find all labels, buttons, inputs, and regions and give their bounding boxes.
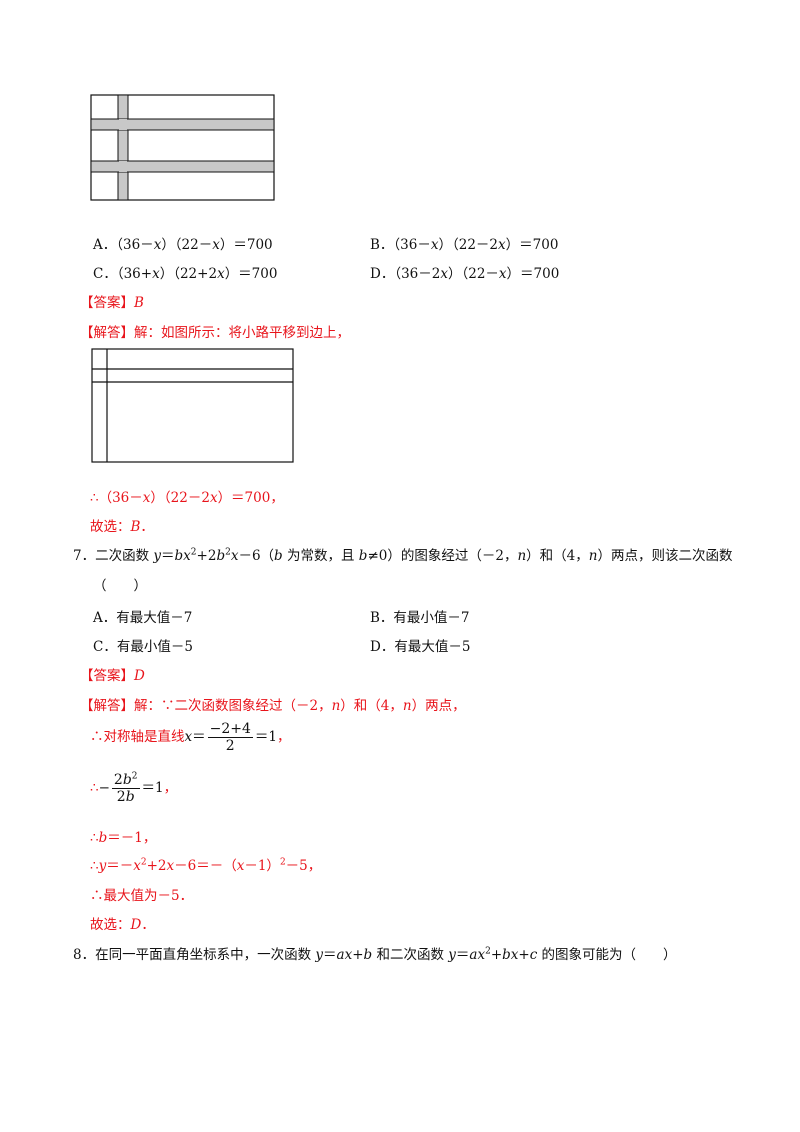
q6-option-d: D．（36－2x）（22－x）＝700 xyxy=(370,266,560,282)
q7-option-b: B．有最小值－7 xyxy=(370,610,470,626)
q7-stem: 7．二次函数 y＝bx2+2b2x－6（b 为常数，且 b≠0）的图象经过（－2… xyxy=(73,547,733,564)
q7-answer: 【答案】D xyxy=(80,668,145,684)
q8-stem: 8．在同一平面直角坐标系中，一次函数 y＝ax+b 和二次函数 y＝ax2+bx… xyxy=(73,946,677,963)
q6-option-a: A．（36－x）（22－x）＝700 xyxy=(93,237,273,253)
q7-step3: ∴b＝－1， xyxy=(90,830,157,846)
q6-therefore: ∴（36－x）（22－2x）＝700， xyxy=(90,490,284,506)
q6-answer: 【答案】B xyxy=(80,295,144,311)
q7-step4: ∴y＝－x2+2x－6＝－（x－1）2－5， xyxy=(90,857,322,874)
figure-field-with-roads xyxy=(90,94,275,201)
q7-option-a: A．有最大值－7 xyxy=(93,610,193,626)
q7-option-c: C．有最小值－5 xyxy=(93,639,193,655)
q6-explanation: 【解答】解：如图所示：将小路平移到边上， xyxy=(80,325,350,341)
q7-explanation: 【解答】解：∵二次函数图象经过（－2，n）和（4，n）两点， xyxy=(80,698,466,714)
q6-choose: 故选：B． xyxy=(90,519,154,535)
q7-choose: 故选：D． xyxy=(90,917,155,933)
figure-roads-moved xyxy=(91,348,294,463)
q6-option-c: C．（36+x）（22+2x）＝700 xyxy=(93,266,278,282)
q7-step5: ∴最大值为－5． xyxy=(90,888,194,904)
q7-blank: （ ） xyxy=(93,578,147,594)
q7-option-d: D．有最大值－5 xyxy=(370,639,471,655)
q6-option-b: B．（36－x）（22－2x）＝700 xyxy=(370,237,559,253)
